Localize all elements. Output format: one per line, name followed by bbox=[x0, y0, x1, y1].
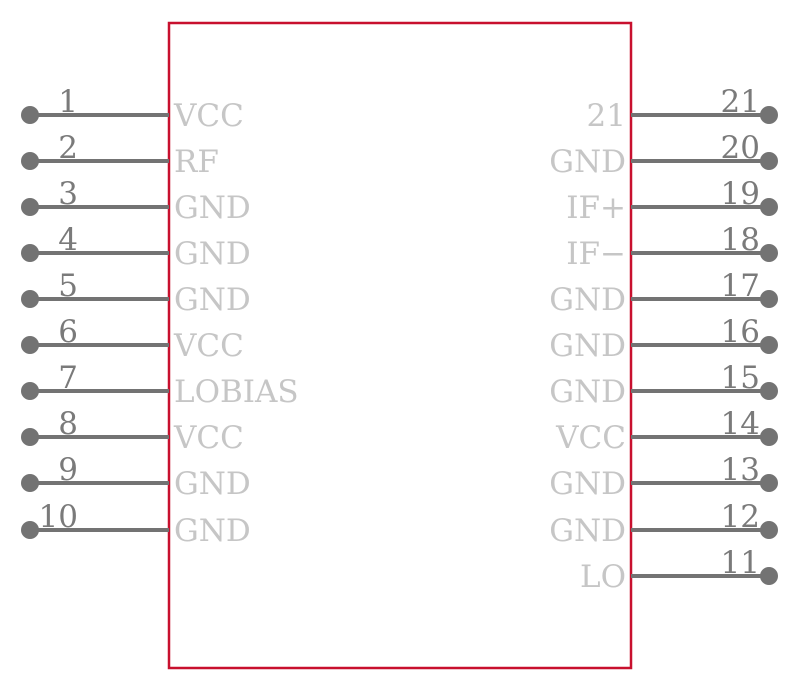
pin-number: 2 bbox=[58, 130, 78, 166]
pin-number: 17 bbox=[721, 268, 760, 304]
pin-13[interactable]: 13 GND bbox=[549, 452, 778, 502]
pin-6[interactable]: 6 VCC bbox=[21, 314, 244, 364]
pin-endpoint-dot[interactable] bbox=[760, 152, 778, 170]
pin-endpoint-dot[interactable] bbox=[760, 382, 778, 400]
pin-endpoint-dot[interactable] bbox=[21, 290, 39, 308]
pin-endpoint-dot[interactable] bbox=[760, 428, 778, 446]
pin-name: GND bbox=[549, 144, 626, 180]
pin-8[interactable]: 8 VCC bbox=[21, 406, 244, 456]
pin-18[interactable]: 18 IF− bbox=[566, 222, 778, 272]
pin-number: 20 bbox=[721, 130, 760, 166]
pin-number: 21 bbox=[721, 84, 760, 120]
pin-name: GND bbox=[549, 282, 626, 318]
pin-name: GND bbox=[174, 190, 251, 226]
pin-endpoint-dot[interactable] bbox=[760, 244, 778, 262]
pin-14[interactable]: 14 VCC bbox=[555, 406, 778, 456]
pin-number: 3 bbox=[58, 176, 78, 212]
pin-endpoint-dot[interactable] bbox=[21, 428, 39, 446]
pin-endpoint-dot[interactable] bbox=[21, 198, 39, 216]
pin-name: GND bbox=[549, 374, 626, 410]
pin-endpoint-dot[interactable] bbox=[760, 198, 778, 216]
pin-20[interactable]: 20 GND bbox=[549, 130, 778, 180]
pin-name: GND bbox=[549, 466, 626, 502]
pin-name: GND bbox=[174, 513, 251, 549]
pin-number: 8 bbox=[58, 406, 78, 442]
pin-endpoint-dot[interactable] bbox=[21, 244, 39, 262]
pin-name: VCC bbox=[173, 328, 244, 364]
pin-12[interactable]: 12 GND bbox=[549, 499, 778, 549]
pin-endpoint-dot[interactable] bbox=[760, 567, 778, 585]
pin-endpoint-dot[interactable] bbox=[21, 152, 39, 170]
pin-endpoint-dot[interactable] bbox=[21, 382, 39, 400]
pin-number: 9 bbox=[58, 452, 78, 488]
pin-endpoint-dot[interactable] bbox=[760, 290, 778, 308]
right-pin-group: 212120GND19IF+18IF−17GND16GND15GND14VCC1… bbox=[549, 84, 778, 595]
pin-endpoint-dot[interactable] bbox=[760, 106, 778, 124]
pin-name: VCC bbox=[173, 420, 244, 456]
pin-name: GND bbox=[549, 513, 626, 549]
pin-name: GND bbox=[174, 236, 251, 272]
pin-endpoint-dot[interactable] bbox=[760, 336, 778, 354]
pin-number: 13 bbox=[721, 452, 760, 488]
pin-1[interactable]: 1 VCC bbox=[21, 84, 244, 134]
pin-number: 5 bbox=[58, 268, 78, 304]
pin-endpoint-dot[interactable] bbox=[21, 106, 39, 124]
pin-name: GND bbox=[549, 328, 626, 364]
pin-endpoint-dot[interactable] bbox=[760, 521, 778, 539]
pin-endpoint-dot[interactable] bbox=[21, 336, 39, 354]
pin-name: GND bbox=[174, 282, 251, 318]
pin-endpoint-dot[interactable] bbox=[21, 521, 39, 539]
pin-16[interactable]: 16 GND bbox=[549, 314, 778, 364]
pin-number: 11 bbox=[721, 545, 760, 581]
pin-3[interactable]: 3 GND bbox=[21, 176, 251, 226]
pin-5[interactable]: 5 GND bbox=[21, 268, 251, 318]
pin-number: 12 bbox=[721, 499, 760, 535]
pin-number: 1 bbox=[58, 84, 78, 120]
pin-endpoint-dot[interactable] bbox=[21, 474, 39, 492]
pin-name: VCC bbox=[555, 420, 626, 456]
pin-15[interactable]: 15 GND bbox=[549, 360, 778, 410]
pin-number: 18 bbox=[721, 222, 760, 258]
pin-name: LOBIAS bbox=[174, 374, 299, 410]
pin-name: RF bbox=[174, 144, 219, 180]
pin-number: 16 bbox=[721, 314, 760, 350]
pin-name: IF+ bbox=[566, 190, 626, 226]
pin-4[interactable]: 4 GND bbox=[21, 222, 251, 272]
pin-17[interactable]: 17 GND bbox=[549, 268, 778, 318]
pin-number: 14 bbox=[721, 406, 760, 442]
pin-19[interactable]: 19 IF+ bbox=[566, 176, 778, 226]
pin-number: 7 bbox=[58, 360, 78, 396]
pin-number: 10 bbox=[39, 499, 78, 535]
pin-name: IF− bbox=[566, 236, 626, 272]
pin-11[interactable]: 11 LO bbox=[580, 545, 778, 595]
pin-2[interactable]: 2 RF bbox=[21, 130, 219, 180]
pin-number: 15 bbox=[721, 360, 760, 396]
pin-name: VCC bbox=[173, 98, 244, 134]
pin-9[interactable]: 9 GND bbox=[21, 452, 251, 502]
pin-name: LO bbox=[580, 559, 626, 595]
pin-10[interactable]: 10 GND bbox=[21, 499, 251, 549]
pin-name: 21 bbox=[587, 98, 626, 134]
pin-number: 4 bbox=[58, 222, 78, 258]
pin-number: 19 bbox=[721, 176, 760, 212]
pin-name: GND bbox=[174, 466, 251, 502]
pin-endpoint-dot[interactable] bbox=[760, 474, 778, 492]
pin-21[interactable]: 21 21 bbox=[587, 84, 778, 134]
pin-7[interactable]: 7 LOBIAS bbox=[21, 360, 299, 410]
pin-number: 6 bbox=[58, 314, 78, 350]
